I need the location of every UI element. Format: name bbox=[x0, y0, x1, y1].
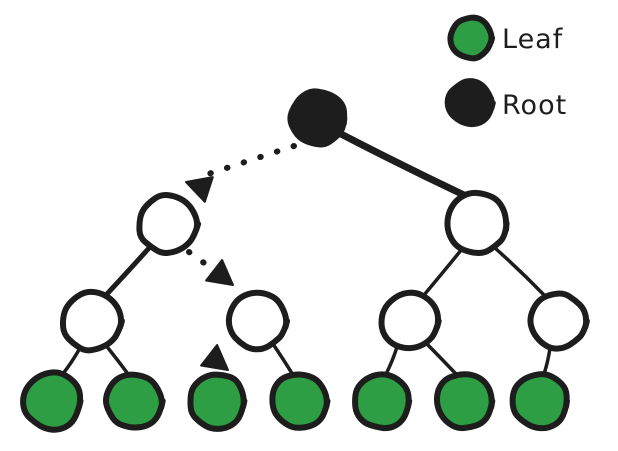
leaf-node-circle bbox=[269, 371, 331, 431]
tree-edge bbox=[384, 345, 399, 376]
tree-node-leaf-3[interactable] bbox=[187, 371, 248, 432]
legend-item-root[interactable]: Root bbox=[444, 78, 568, 128]
tree-node-n-r2b[interactable] bbox=[527, 290, 590, 352]
arrow-head-icon bbox=[205, 259, 234, 286]
legend-swatch-root-icon bbox=[444, 78, 496, 128]
tree-node-leaf-2[interactable] bbox=[102, 371, 166, 431]
tree-node-n-r2a[interactable] bbox=[378, 289, 442, 352]
tree-edge bbox=[337, 130, 470, 200]
leaf-node-circle bbox=[509, 371, 570, 432]
tree-edge bbox=[493, 246, 547, 298]
legend-item-leaf[interactable]: Leaf bbox=[447, 14, 564, 62]
leaf-node-circle bbox=[352, 371, 413, 432]
leaf-node-circle bbox=[187, 371, 248, 432]
leaf-node-circle bbox=[433, 371, 496, 432]
tree-node-leaf-4[interactable] bbox=[269, 371, 331, 431]
tree-node-leaf-1[interactable] bbox=[20, 369, 84, 433]
tree-edge bbox=[422, 247, 464, 297]
legend-label-root: Root bbox=[502, 90, 567, 121]
tree-node-leaf-5[interactable] bbox=[352, 371, 413, 432]
tree-edge bbox=[106, 346, 130, 376]
leaf-node-circle bbox=[20, 369, 84, 433]
traversal-arrow bbox=[185, 143, 297, 203]
root-node-circle bbox=[287, 88, 348, 148]
internal-node-circle bbox=[225, 289, 291, 353]
legend-label-leaf: Leaf bbox=[502, 24, 564, 55]
traversal-arrow bbox=[200, 344, 229, 371]
tree-edge bbox=[104, 244, 153, 297]
nodes-layer bbox=[20, 88, 590, 433]
internal-node-circle bbox=[527, 290, 590, 352]
internal-node-circle bbox=[378, 289, 442, 352]
tree-edge bbox=[60, 346, 82, 377]
tree-edge bbox=[425, 342, 458, 376]
tree-node-leaf-6[interactable] bbox=[433, 371, 496, 432]
tree-edge bbox=[542, 346, 552, 376]
internal-node-circle bbox=[444, 189, 510, 256]
tree-node-root[interactable] bbox=[287, 88, 348, 148]
legend-swatch-leaf-icon bbox=[447, 14, 496, 62]
arrow-head-icon bbox=[185, 176, 214, 203]
tree-node-n-r1[interactable] bbox=[444, 189, 510, 256]
arrows-layer bbox=[185, 143, 297, 371]
tree-node-n-l1[interactable] bbox=[136, 191, 202, 256]
traversal-arrow bbox=[186, 249, 234, 286]
tree-node-leaf-7[interactable] bbox=[509, 371, 570, 432]
internal-node-circle bbox=[136, 191, 202, 256]
arrow-head-icon bbox=[200, 344, 229, 371]
internal-node-circle bbox=[59, 288, 125, 354]
leaf-node-circle bbox=[102, 371, 166, 431]
tree-edge bbox=[271, 342, 295, 377]
tree-node-n-l2b[interactable] bbox=[225, 289, 291, 353]
tree-node-n-l2a[interactable] bbox=[59, 288, 125, 354]
